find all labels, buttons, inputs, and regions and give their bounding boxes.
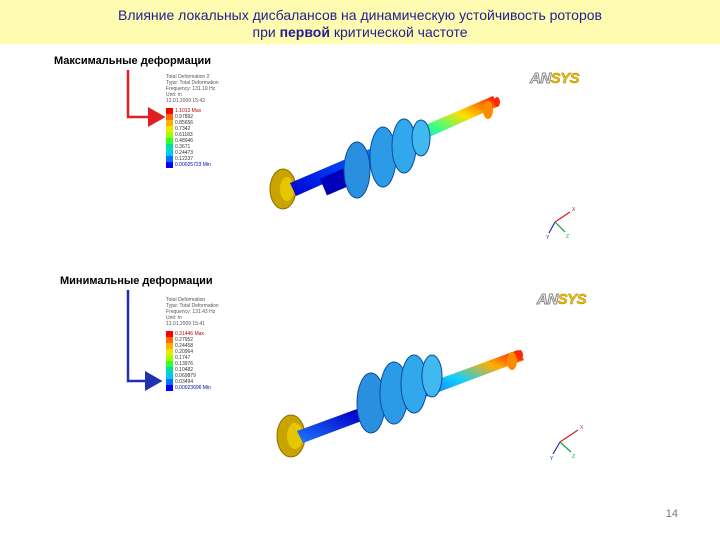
- legend-min-val: 0.24458: [175, 343, 194, 349]
- slide-title-line1: Влияние локальных дисбалансов на динамич…: [118, 7, 602, 23]
- svg-text:X: X: [580, 425, 584, 431]
- legend-max-header-3: Unit: m: [166, 92, 182, 98]
- legend-min-header-1: Type: Total Deformation: [166, 303, 219, 309]
- legend-min-val: 0.069879: [175, 373, 196, 379]
- label-min-deformation: Минимальные деформации: [60, 275, 213, 287]
- legend-max-val: 0.85656: [175, 120, 194, 126]
- legend-min-header-0: Total Deformation: [166, 297, 206, 303]
- page-number: 14: [665, 508, 678, 520]
- legend-max-val: 0.97892: [175, 114, 194, 120]
- legend-min-maxval: 0.31446 Max: [175, 331, 204, 337]
- legend-min-val: 0.20964: [175, 349, 194, 355]
- legend-min-minval: 0.00023696 Min: [175, 385, 211, 391]
- ansys-logo-bottom: ANSYS: [537, 291, 587, 309]
- legend-min: Total Deformation Type: Total Deformatio…: [166, 297, 246, 391]
- slide-title-band: [0, 0, 720, 44]
- legend-max: Total Deformation 2 Type: Total Deformat…: [166, 74, 246, 168]
- legend-max-val: 0.12237: [175, 156, 194, 162]
- legend-min-val: 0.27952: [175, 337, 194, 343]
- legend-max-header-0: Total Deformation 2: [166, 74, 210, 80]
- legend-min-header-2: Frequency: 131.43 Hz: [166, 309, 216, 315]
- svg-text:Y: Y: [550, 456, 554, 462]
- slide-title-line2: при первой критической частоте: [0, 24, 720, 40]
- legend-min-val: 0.1747: [175, 355, 191, 361]
- legend-max-maxval: 1.1013 Max: [175, 108, 202, 114]
- legend-min-val: 0.10482: [175, 367, 194, 373]
- svg-text:Y: Y: [546, 235, 550, 241]
- legend-max-val: 0.48946: [175, 138, 194, 144]
- legend-max-header-1: Type: Total Deformation: [166, 80, 219, 86]
- title-post: критической частоте: [329, 24, 468, 40]
- legend-min-val: 0.03494: [175, 379, 194, 385]
- legend-max-header-4: 13.01.2009 15:42: [166, 98, 205, 104]
- svg-text:Z: Z: [572, 454, 575, 460]
- legend-max-val: 0.24473: [175, 150, 194, 156]
- legend-min-header-3: Unit: m: [166, 315, 182, 321]
- legend-max-val: 0.3671: [175, 144, 191, 150]
- legend-min-header-4: 13.01.2009 15:41: [166, 321, 205, 327]
- label-max-deformation: Максимальные деформации: [54, 55, 211, 67]
- legend-max-header-2: Frequency: 131.19 Hz: [166, 86, 216, 92]
- arrow-max: [126, 70, 166, 127]
- arrow-min: [126, 290, 163, 391]
- title-bold: первой: [279, 24, 330, 40]
- svg-text:X: X: [572, 207, 576, 213]
- legend-max-minval: 0.00025723 Min: [175, 162, 211, 168]
- svg-text:Z: Z: [566, 234, 569, 240]
- legend-max-val: 0.7342: [175, 126, 191, 132]
- legend-max-val: 0.61183: [175, 132, 193, 138]
- ansys-logo-top: ANSYS: [530, 70, 580, 88]
- title-pre: при: [252, 24, 280, 40]
- legend-min-val: 0.13976: [175, 361, 194, 367]
